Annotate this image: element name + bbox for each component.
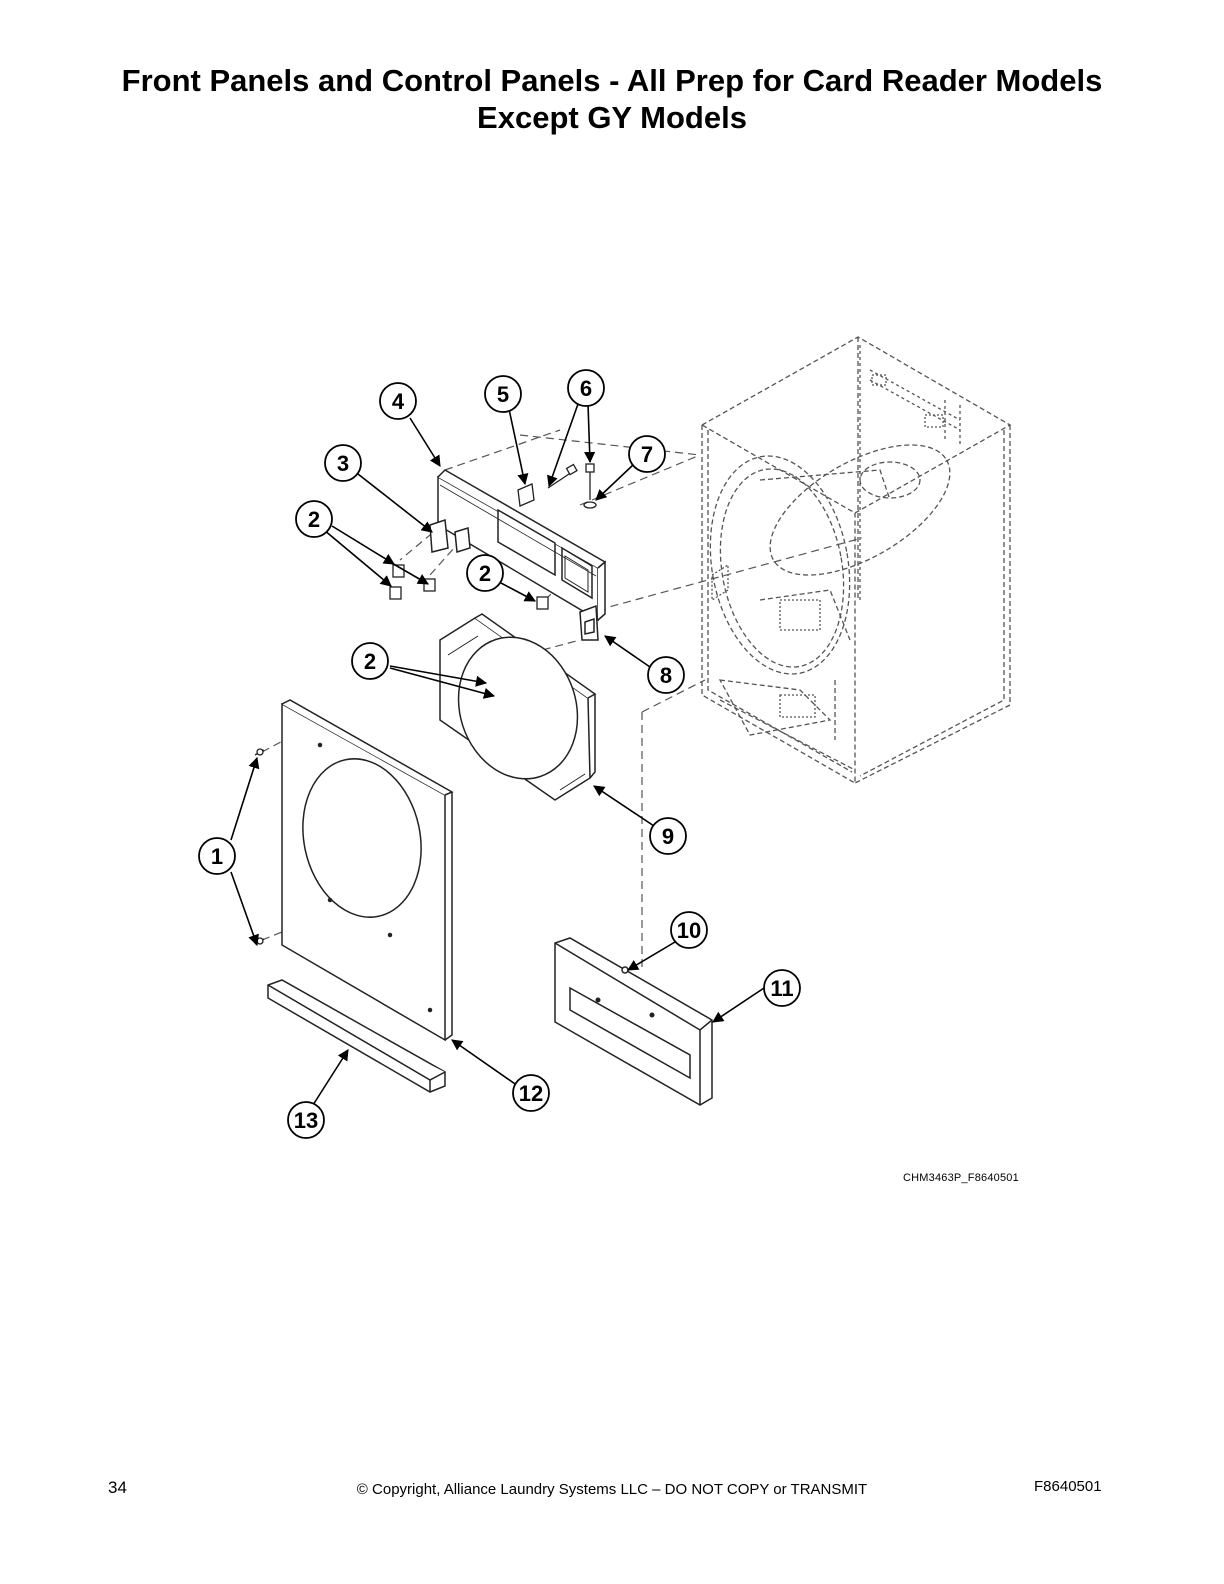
- callout-2-lower-label: 2: [364, 649, 376, 674]
- callout-9-label: 9: [662, 824, 674, 849]
- callout-4-label: 4: [392, 389, 405, 414]
- callout-13: 13: [287, 1101, 325, 1139]
- callout-10: 10: [670, 911, 708, 949]
- front-panel-part: [281, 699, 454, 1042]
- callout-2-middle-label: 2: [479, 561, 491, 586]
- callout-2-left: 2: [295, 500, 333, 538]
- door-ring-panel-part: [439, 613, 597, 801]
- callout-11: 11: [763, 969, 801, 1007]
- fastener-parts: [517, 463, 597, 509]
- callout-2-left-label: 2: [308, 507, 320, 532]
- document-number: F8640501: [1034, 1478, 1102, 1495]
- callout-6: 6: [567, 369, 605, 407]
- callout-13-label: 13: [294, 1108, 318, 1133]
- leader-arrows: [230, 403, 765, 1106]
- figure-reference-code: CHM3463P_F8640501: [903, 1172, 1019, 1184]
- callout-7-label: 7: [641, 442, 653, 467]
- callout-8: 8: [647, 656, 685, 694]
- callout-9: 9: [649, 817, 687, 855]
- callout-12-label: 12: [519, 1081, 543, 1106]
- callout-8-label: 8: [660, 663, 672, 688]
- callout-2-middle: 2: [466, 554, 504, 592]
- callout-1-label: 1: [211, 844, 223, 869]
- callout-1: 1: [198, 837, 236, 875]
- lower-service-panel-part: [554, 937, 713, 1106]
- dryer-cabinet: [700, 336, 1012, 785]
- copyright-notice: © Copyright, Alliance Laundry Systems LL…: [356, 1481, 868, 1498]
- page-title-line-1: Front Panels and Control Panels - All Pr…: [121, 63, 1103, 98]
- callout-6-label: 6: [580, 376, 592, 401]
- callout-7: 7: [628, 435, 666, 473]
- callout-4: 4: [379, 382, 417, 420]
- callout-5: 5: [484, 375, 522, 413]
- screw-parts: [254, 748, 265, 945]
- callout-5-label: 5: [497, 382, 509, 407]
- callout-10-label: 10: [677, 918, 701, 943]
- callout-12: 12: [512, 1074, 550, 1112]
- callout-3: 3: [324, 444, 362, 482]
- page-title: Front Panels and Control Panels - All Pr…: [0, 62, 1224, 136]
- callout-2-lower: 2: [351, 642, 389, 680]
- page-number: 34: [108, 1478, 127, 1497]
- callout-11-label: 11: [770, 976, 793, 1001]
- page-title-line-2: Except GY Models: [477, 100, 747, 135]
- kick-plate-part: [267, 979, 446, 1093]
- callout-3-label: 3: [337, 451, 349, 476]
- control-panel-part: [429, 469, 607, 641]
